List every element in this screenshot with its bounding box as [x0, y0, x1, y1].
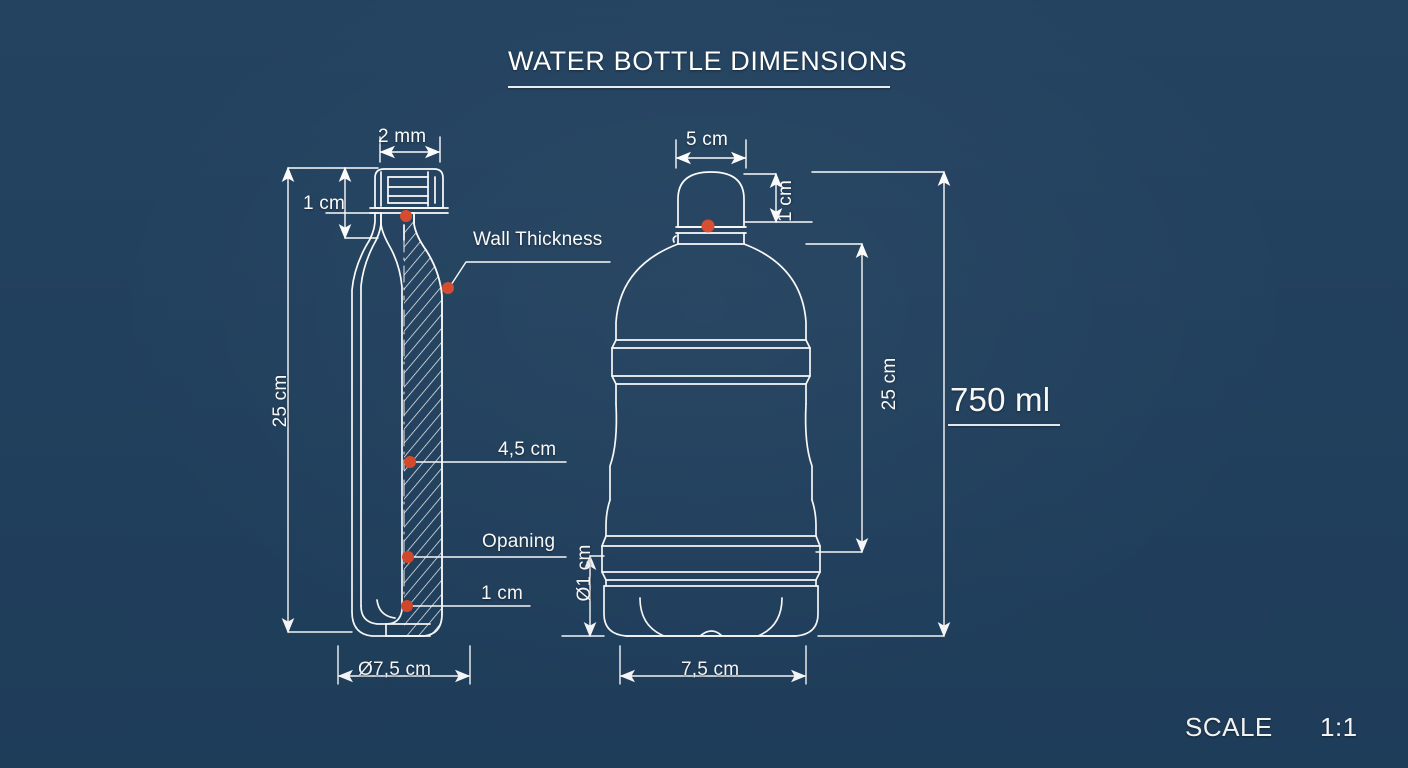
right-dimension-lines	[561, 139, 951, 685]
left-dimension-lines	[281, 136, 611, 685]
node-marker	[400, 210, 412, 222]
dim-cap-height: 1 cm	[303, 193, 345, 214]
volume-underline	[948, 424, 1060, 426]
node-markers	[400, 210, 715, 612]
dim-body-height: 25 cm	[879, 357, 900, 411]
dim-body-inner-width: 4,5 cm	[498, 439, 557, 460]
left-bottle-section	[351, 168, 449, 637]
dim-base-thickness: 1 cm	[481, 583, 523, 604]
dim-right-cap-height: 1 cm	[775, 180, 796, 222]
node-marker	[442, 282, 454, 294]
dim-base-diameter: Ø7,5 cm	[358, 659, 432, 680]
dim-total-height: 25 cm	[270, 374, 291, 428]
volume-label: 750 ml	[950, 381, 1051, 418]
dim-cap-width: 2 mm	[378, 126, 427, 147]
scale-value: 1:1	[1320, 712, 1358, 742]
node-marker	[402, 551, 414, 563]
right-bottle-outline	[601, 171, 821, 637]
scale-label: SCALE	[1185, 712, 1273, 742]
node-marker	[404, 456, 416, 468]
title-underline	[508, 86, 890, 88]
node-marker	[401, 600, 413, 612]
page-title: WATER BOTTLE DIMENSIONS	[508, 46, 908, 76]
dim-base-width: 7,5 cm	[681, 659, 740, 680]
note-opening: Opaning	[482, 531, 556, 552]
dim-cap-diameter: 5 cm	[686, 129, 728, 150]
note-wall-thickness: Wall Thickness	[473, 229, 603, 250]
node-marker	[701, 219, 715, 233]
dim-base-height: Ø1 cm	[574, 544, 595, 602]
